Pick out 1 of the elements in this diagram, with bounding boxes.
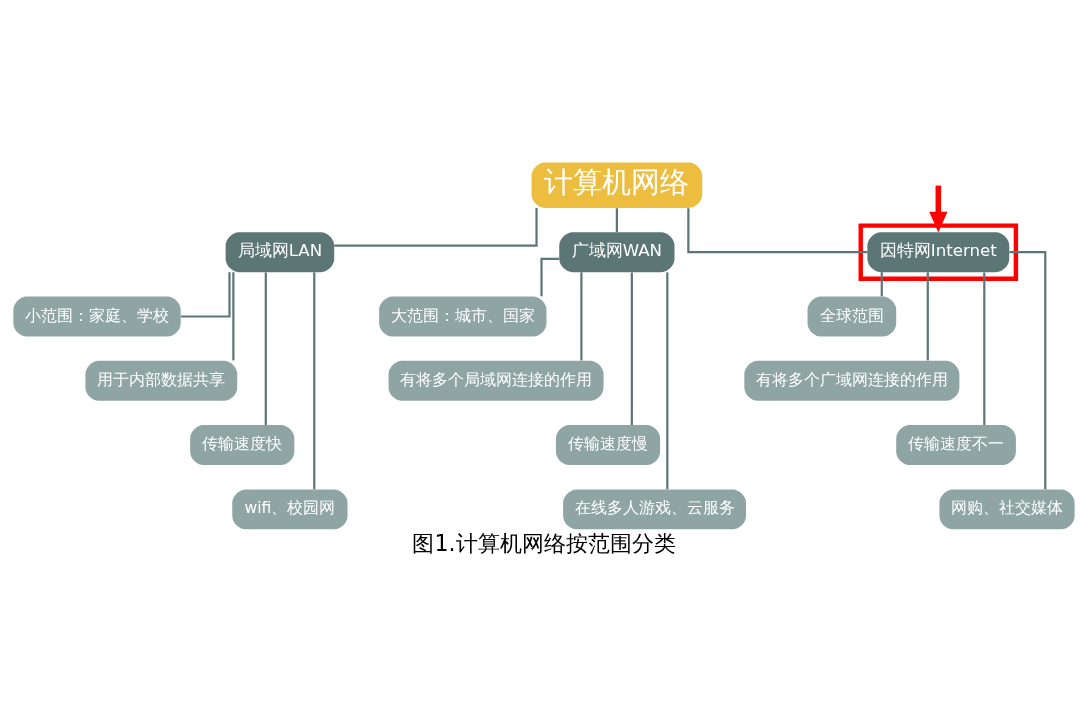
caption: 图1.计算机网络按范围分类 [412,530,676,557]
